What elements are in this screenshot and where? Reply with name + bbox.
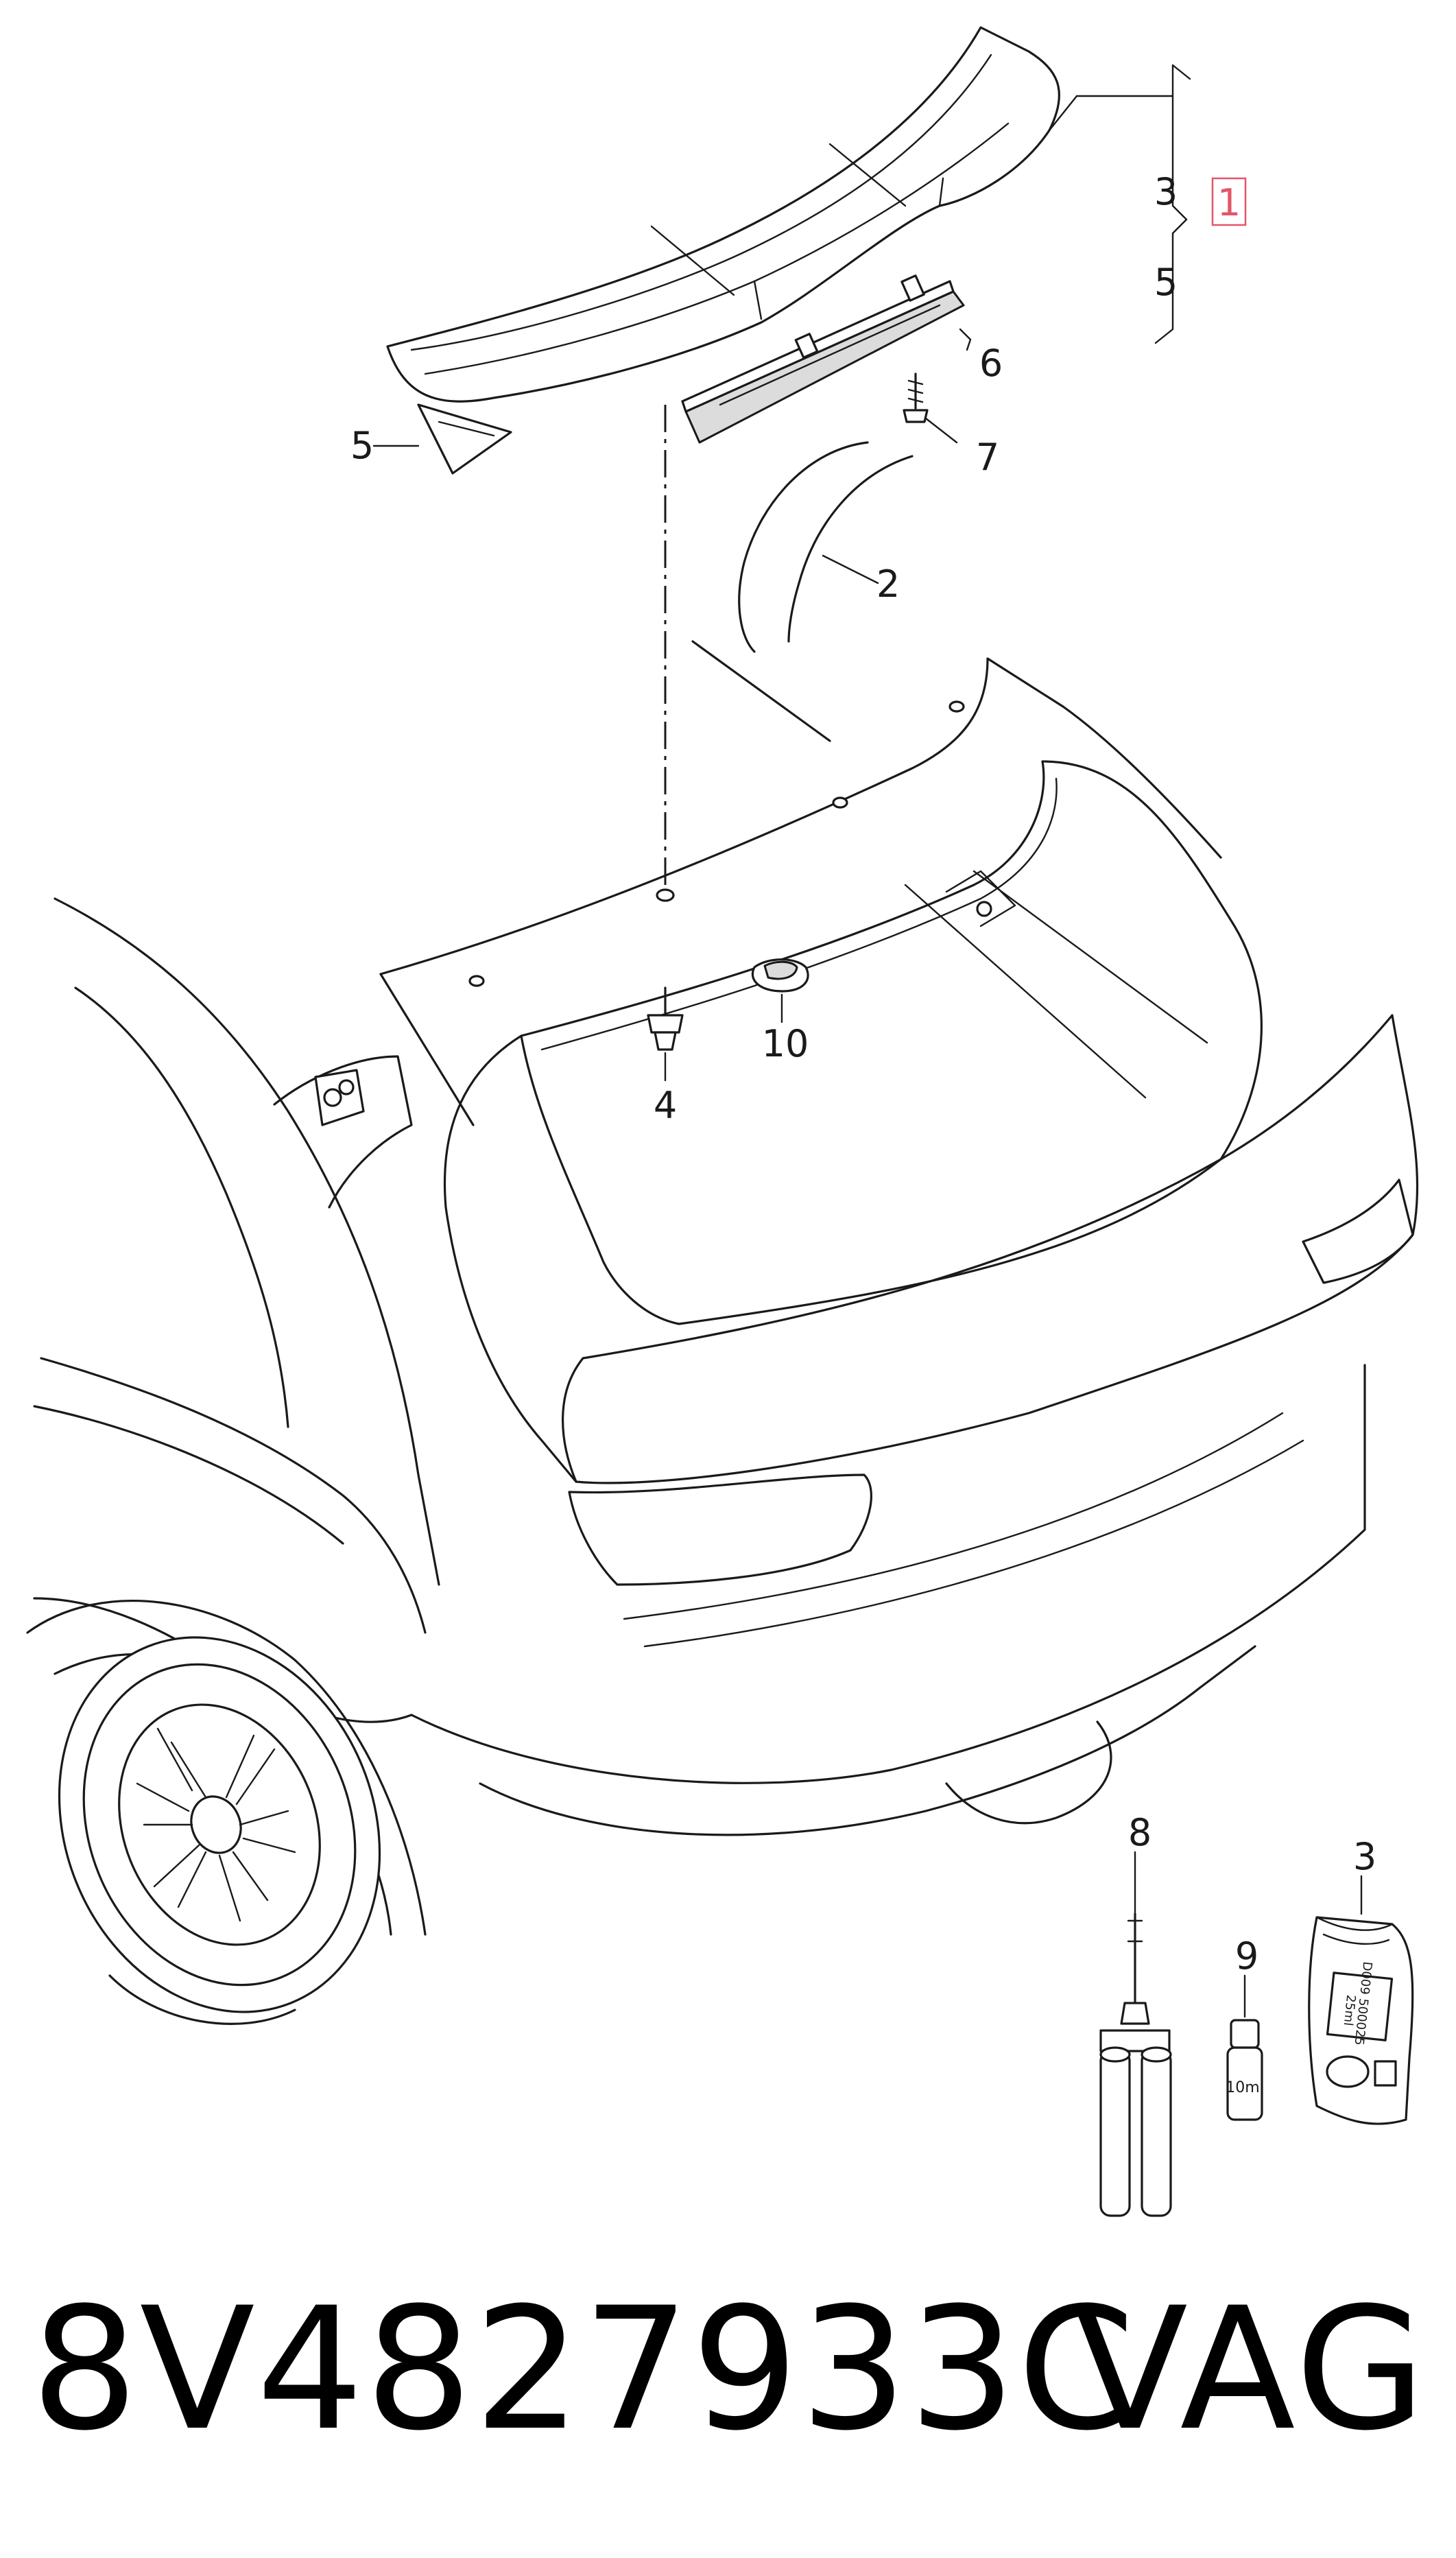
callout-3-top: 3 bbox=[1154, 170, 1178, 213]
pack-label-2: 25ml bbox=[1341, 1994, 1359, 2026]
callout-5-left: 5 bbox=[350, 424, 374, 467]
car-rear bbox=[26, 640, 1419, 2025]
callout-6: 6 bbox=[979, 342, 1003, 385]
cleaning-pack: D009 500025 25ml bbox=[1308, 1916, 1414, 2125]
callout-10: 10 bbox=[762, 1022, 809, 1065]
primer-bottle: 10ml bbox=[1226, 2019, 1264, 2121]
roof-spoiler bbox=[386, 26, 1078, 475]
screw bbox=[903, 372, 929, 423]
callout-3-bottom: 3 bbox=[1353, 1835, 1376, 1878]
adhesive-cartridge bbox=[1099, 1912, 1172, 2217]
brake-light bbox=[681, 274, 965, 444]
callout-1: 1 bbox=[1217, 181, 1241, 224]
grommet bbox=[751, 958, 809, 993]
callout-5-top: 5 bbox=[1154, 261, 1178, 304]
leader-lines bbox=[372, 64, 1363, 2018]
callout-2: 2 bbox=[876, 562, 900, 606]
bottle-label: 10ml bbox=[1226, 2079, 1264, 2096]
part-number: 8V4827933C bbox=[31, 2272, 1137, 2468]
brand-name: VAG bbox=[1072, 2272, 1429, 2468]
callout-9: 9 bbox=[1235, 1934, 1258, 1978]
callout-7: 7 bbox=[976, 436, 999, 479]
callout-4: 4 bbox=[654, 1084, 677, 1127]
clip bbox=[647, 986, 684, 1051]
callout-8: 8 bbox=[1128, 1811, 1151, 1854]
callout-1-box bbox=[1211, 177, 1247, 226]
seal-strip bbox=[738, 441, 914, 653]
caption-footer: 8V4827933C VAG bbox=[0, 2257, 1456, 2483]
callout-labels: 1 3 5 6 5 7 2 10 4 8 9 3 bbox=[350, 170, 1376, 1978]
